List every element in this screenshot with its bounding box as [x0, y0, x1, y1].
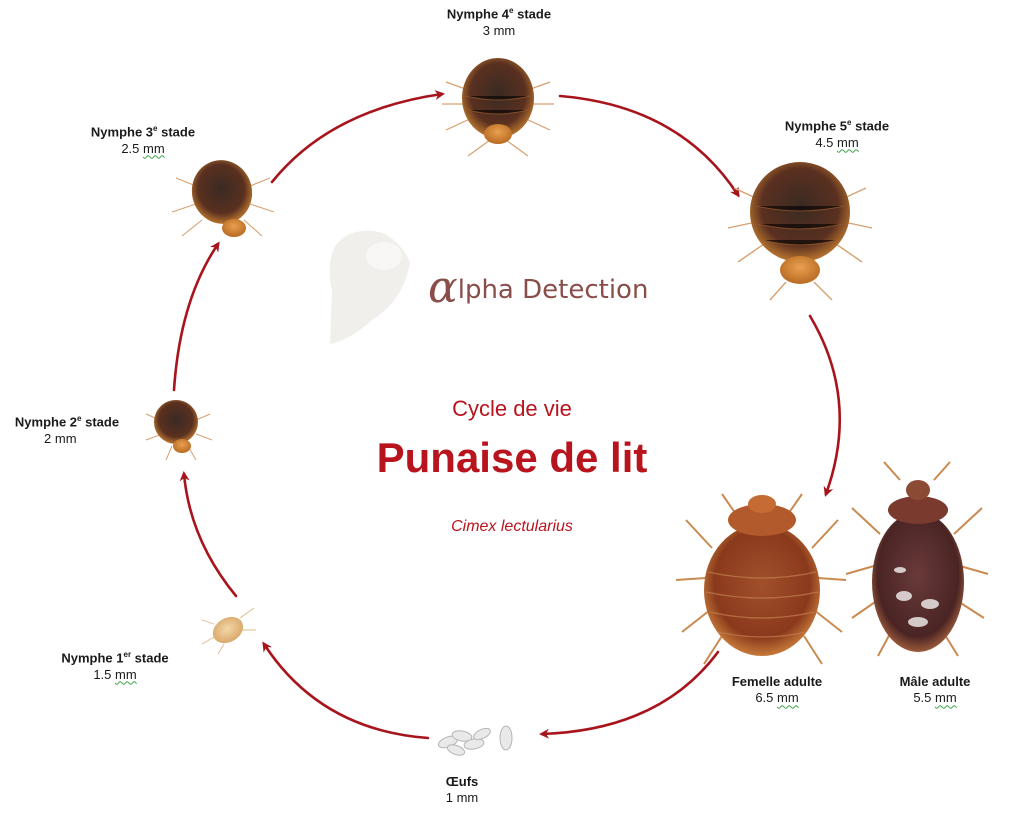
- stage-size: 6.5: [755, 690, 774, 706]
- brand-name: lpha Detection: [457, 275, 649, 305]
- stage-label-nymph-2: Nymphe 2e stade 2 mm: [0, 414, 134, 447]
- stage-size: 1.5: [93, 666, 112, 682]
- stage-label-male-adult: Mâle adulte 5.5 mm: [870, 674, 1000, 707]
- stage-ordinal: e: [77, 414, 82, 423]
- stage-unit: mm: [456, 790, 479, 806]
- nymph-4-image: [442, 58, 554, 157]
- latin-name: Cimex lectularius: [451, 518, 573, 535]
- arrow-n3-to-n4: [270, 90, 445, 184]
- stage-label-nymph-1: Nymphe 1er stade 1.5 mm: [40, 650, 190, 683]
- arrow-n4-to-n5: [558, 94, 740, 198]
- nymph-1-image: [201, 607, 256, 655]
- stage-unit: mm: [837, 134, 859, 150]
- arrow-n2-to-n3: [172, 241, 220, 392]
- stage-name: Nymphe 2: [14, 414, 78, 430]
- eggs-image: [437, 725, 513, 756]
- female-adult-image: [675, 493, 847, 665]
- stage-label-eggs: Œufs 1 mm: [420, 774, 504, 807]
- stage-ordinal: e: [509, 6, 514, 15]
- cycle-label: Cycle de vie: [452, 396, 572, 421]
- stage-unit: mm: [115, 666, 137, 682]
- stage-size: 2.5: [121, 140, 140, 156]
- stage-size: 2: [44, 430, 52, 446]
- stage-name: Œufs: [445, 774, 479, 789]
- nymph-2-image: [145, 400, 213, 461]
- stage-label-nymph-3: Nymphe 3e stade 2.5 mm: [68, 124, 218, 157]
- stage-name: Nymphe 4: [446, 6, 510, 22]
- stage-unit: mm: [143, 140, 165, 156]
- stage-size: 4.5: [815, 134, 834, 150]
- stage-suffix: stade: [157, 124, 196, 140]
- stage-size: 5.5: [913, 690, 932, 706]
- stage-unit: mm: [493, 22, 516, 38]
- nymph-3-image: [171, 160, 275, 237]
- stage-suffix: stade: [131, 650, 169, 666]
- arrow-n5-to-adult: [808, 314, 842, 497]
- brand-wordmark: αlpha Detection: [428, 262, 648, 313]
- stage-suffix: stade: [513, 6, 552, 22]
- stage-name: Nymphe 1: [61, 650, 124, 666]
- stage-unit: mm: [54, 430, 77, 446]
- stage-ordinal: er: [123, 650, 132, 659]
- stage-label-nymph-4: Nymphe 4e stade 3 mm: [424, 6, 574, 39]
- stage-name: Femelle adulte: [731, 674, 823, 689]
- brand-alpha: α: [428, 262, 458, 313]
- stage-label-female-adult: Femelle adulte 6.5 mm: [712, 674, 842, 707]
- arrow-eggs-to-n1: [262, 641, 430, 740]
- arrow-adult-to-eggs: [539, 650, 720, 739]
- stage-size: 1: [445, 790, 453, 806]
- nymph-5-image: [727, 162, 873, 301]
- stage-suffix: stade: [851, 118, 890, 134]
- page-title: Punaise de lit: [376, 434, 648, 481]
- stage-name: Mâle adulte: [899, 674, 971, 689]
- bedbug-logo-icon: [329, 230, 410, 344]
- stage-ordinal: e: [153, 124, 158, 133]
- stage-name: Nymphe 5: [784, 118, 848, 134]
- cycle-arrows: [172, 90, 842, 740]
- stage-ordinal: e: [847, 118, 852, 127]
- stage-suffix: stade: [81, 414, 120, 430]
- stage-name: Nymphe 3: [90, 124, 154, 140]
- stage-size: 3: [482, 22, 490, 38]
- male-adult-image: [845, 461, 989, 657]
- stage-unit: mm: [777, 690, 799, 706]
- stage-unit: mm: [935, 690, 957, 706]
- arrow-n1-to-n2: [179, 471, 238, 598]
- stage-label-nymph-5: Nymphe 5e stade 4.5 mm: [762, 118, 912, 151]
